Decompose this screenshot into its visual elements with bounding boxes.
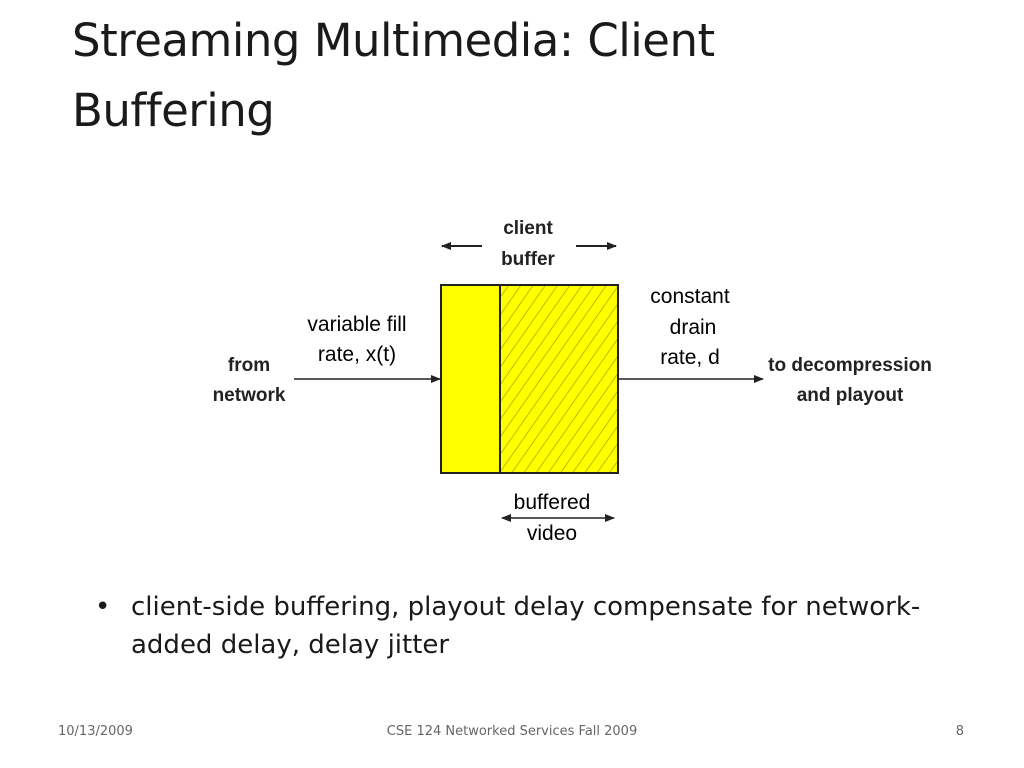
output-label-line-2: and playout: [797, 385, 904, 406]
fill-rate-label-line-2: rate, x(t): [318, 343, 396, 366]
client-buffer-label-line-2: buffer: [501, 249, 555, 270]
bullet-item: • client-side buffering, playout delay c…: [95, 588, 975, 664]
buffered-video-label-line-2: video: [527, 522, 577, 545]
bullet-text: client-side buffering, playout delay com…: [131, 592, 921, 660]
from-network-label-line-2: network: [213, 385, 286, 406]
drain-rate-label-line-2: drain: [670, 316, 717, 339]
drain-rate-label-line-1: constant: [650, 285, 730, 308]
drain-rate-label-line-3: rate, d: [660, 346, 720, 369]
output-label-line-1: to decompression: [768, 355, 932, 376]
buffer-empty-region: [441, 285, 500, 473]
buffered-video-label-line-1: buffered: [514, 491, 591, 514]
client-buffer-label-line-1: client: [503, 218, 553, 239]
client-buffer-box: [440, 284, 619, 474]
from-network-label-line-1: from: [228, 355, 270, 376]
bullet-dot: •: [95, 592, 111, 622]
footer-course: CSE 124 Networked Services Fall 2009: [386, 724, 638, 739]
footer-page-number: 8: [955, 724, 964, 739]
slide-title-line-1: Streaming Multimedia: Client: [72, 14, 715, 67]
footer-date: 10/13/2009: [58, 724, 133, 739]
slide-title: Streaming Multimedia: Client Buffering: [72, 6, 972, 146]
buffered-video-region: [500, 285, 618, 473]
fill-rate-label-line-1: variable fill: [307, 313, 406, 336]
bullet-list: • client-side buffering, playout delay c…: [95, 588, 975, 664]
slide-title-line-2: Buffering: [72, 84, 275, 137]
